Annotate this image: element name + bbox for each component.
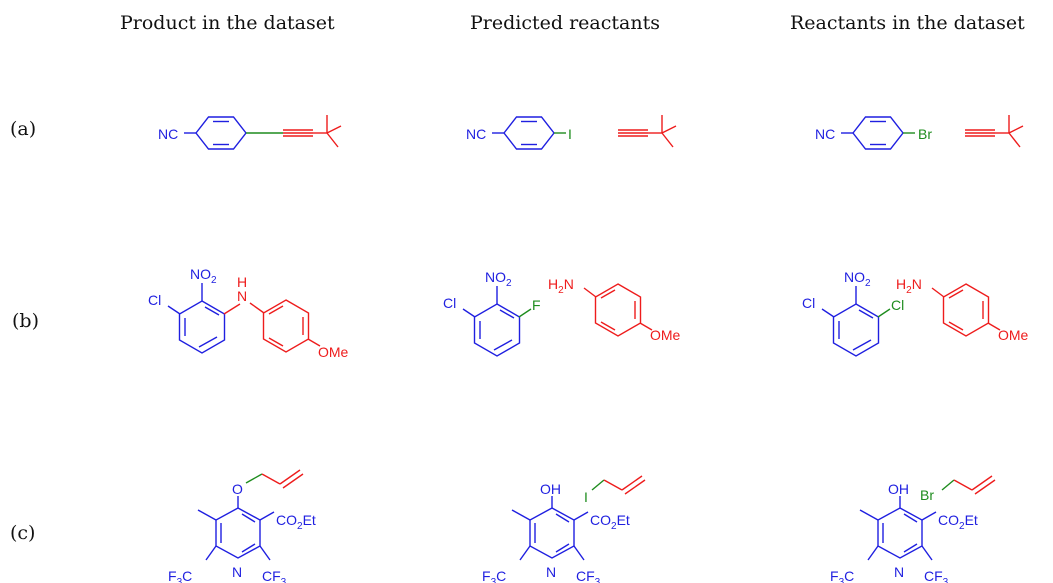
iodo-label: I bbox=[584, 489, 588, 505]
cf3-left-label: F3C bbox=[830, 568, 854, 583]
chloro-label: Cl bbox=[802, 295, 815, 311]
chloro-leaving-label: Cl bbox=[891, 297, 904, 313]
cf3-right-label: CF3 bbox=[924, 568, 949, 583]
nitro-label: NO2 bbox=[844, 269, 871, 289]
hydroxy-label: OH bbox=[540, 481, 561, 497]
bromo-label: Br bbox=[918, 126, 932, 142]
cf3-right-label: CF3 bbox=[576, 568, 601, 583]
predicted-b: NO2 Cl F H2N OMe bbox=[443, 269, 681, 357]
amine-n-label: N bbox=[237, 288, 247, 304]
bromo-label: Br bbox=[920, 487, 934, 503]
header-reference: Reactants in the dataset bbox=[790, 12, 1025, 34]
row-label-a: (a) bbox=[10, 118, 37, 140]
chloro-label: Cl bbox=[443, 295, 456, 311]
reference-b: NO2 Cl Cl H2N OMe bbox=[802, 269, 1029, 357]
nitrile-label: NC bbox=[158, 126, 178, 142]
product-a: NC bbox=[158, 114, 342, 150]
reference-a: NC Br bbox=[815, 114, 1024, 150]
amine-h-label: H bbox=[237, 274, 247, 290]
cf3-right-label: CF3 bbox=[262, 568, 287, 583]
pyridine-n-label: N bbox=[232, 564, 242, 580]
row-label-c: (c) bbox=[10, 522, 36, 544]
predicted-a: NC I bbox=[466, 114, 677, 150]
header-product: Product in the dataset bbox=[120, 12, 335, 34]
predicted-c: OH I CO2Et N F3C CF3 bbox=[482, 475, 646, 583]
oxygen-label: O bbox=[232, 481, 243, 497]
ester-label: CO2Et bbox=[938, 512, 978, 532]
reference-c: OH Br CO2Et N F3C CF3 bbox=[830, 475, 996, 583]
nitrile-label: NC bbox=[815, 126, 835, 142]
cf3-left-label: F3C bbox=[168, 568, 192, 583]
nitro-label: NO2 bbox=[485, 269, 512, 289]
fluoro-label: F bbox=[532, 297, 541, 313]
methoxy-label: OMe bbox=[998, 327, 1029, 343]
iodo-label: I bbox=[568, 126, 572, 142]
ester-label: CO2Et bbox=[590, 512, 630, 532]
product-b: NO2 Cl N H OMe bbox=[148, 266, 349, 360]
pyridine-n-label: N bbox=[546, 564, 556, 580]
methoxy-label: OMe bbox=[318, 344, 349, 360]
amine-label: H2N bbox=[896, 276, 922, 296]
amine-label: H2N bbox=[548, 276, 574, 296]
row-label-b: (b) bbox=[12, 310, 39, 332]
nitrile-label: NC bbox=[466, 126, 486, 142]
methoxy-label: OMe bbox=[650, 327, 681, 343]
header-predicted: Predicted reactants bbox=[470, 12, 660, 34]
product-c: O CO2Et N F3C CF3 bbox=[168, 469, 316, 583]
pyridine-n-label: N bbox=[894, 564, 904, 580]
chloro-label: Cl bbox=[148, 292, 161, 308]
cf3-left-label: F3C bbox=[482, 568, 506, 583]
hydroxy-label: OH bbox=[888, 481, 909, 497]
ester-label: CO2Et bbox=[276, 512, 316, 532]
nitro-label: NO2 bbox=[190, 266, 217, 286]
